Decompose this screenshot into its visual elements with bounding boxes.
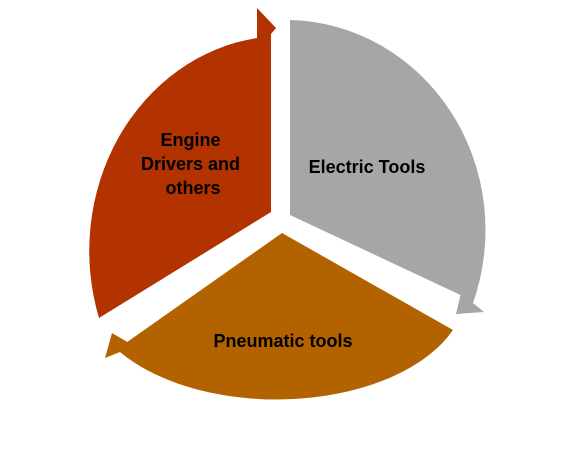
segment-electric-tools <box>290 20 486 314</box>
segment-label-engine-drivers: Engine Drivers and others <box>141 130 245 198</box>
segment-engine-drivers <box>89 8 276 318</box>
segment-pneumatic-tools <box>105 233 453 400</box>
segment-label-electric-tools: Electric Tools <box>309 157 426 177</box>
segment-label-pneumatic-tools: Pneumatic tools <box>213 331 352 351</box>
